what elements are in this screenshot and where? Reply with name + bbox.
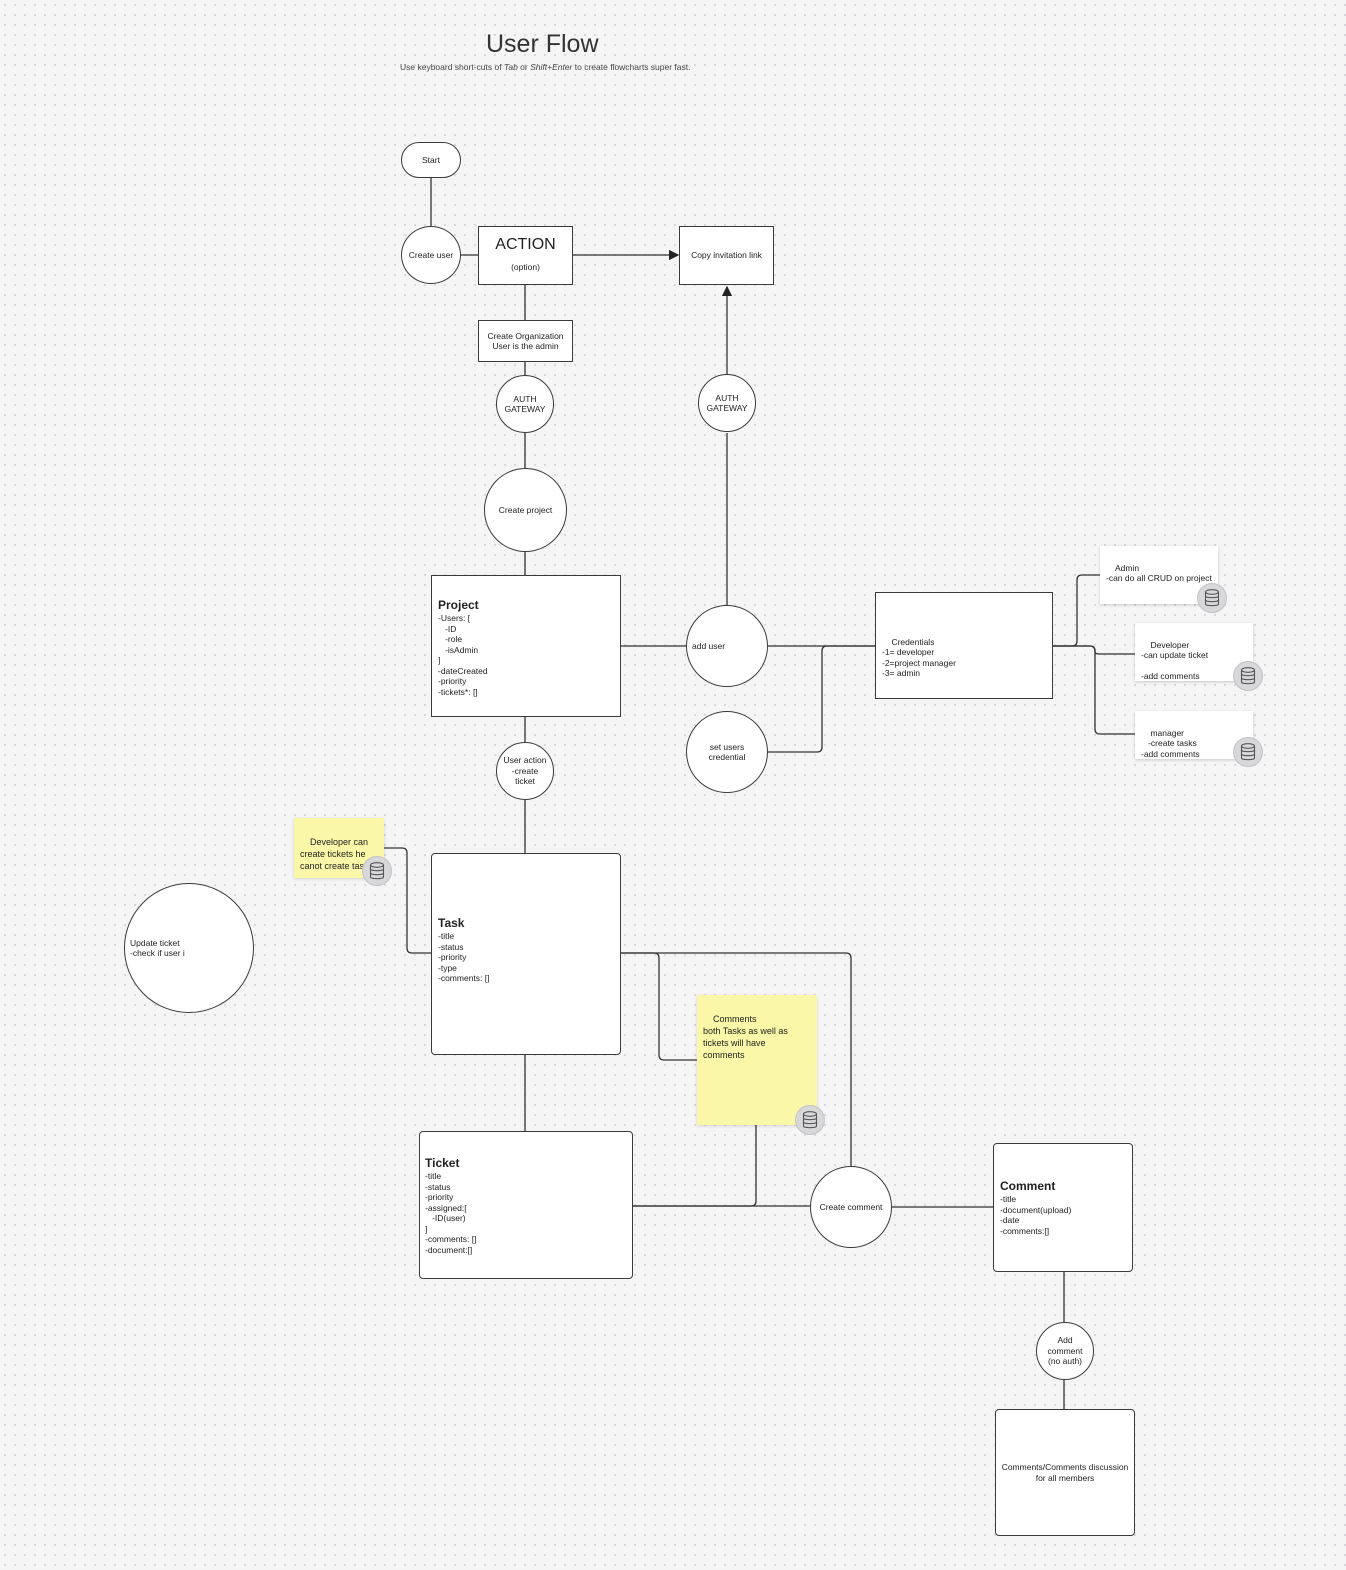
set-credential-label: set users credential: [708, 741, 746, 763]
credentials-label: Credentials -1= developer -2=project man…: [882, 636, 956, 679]
create-user-label: Create user: [408, 249, 454, 260]
start-label: Start: [422, 154, 440, 165]
comment-fields: -title -document(upload) -date -comments…: [1000, 1194, 1072, 1236]
manager-card-text: manager -create tasks -add comments: [1141, 727, 1200, 759]
subtitle-text: or: [517, 62, 531, 72]
start-node[interactable]: Start: [401, 142, 461, 178]
auth-gateway-label: AUTH GATEWAY: [504, 393, 546, 415]
project-entity[interactable]: Project -Users: [ -ID -role -isAdmin ] -…: [431, 575, 621, 717]
database-icon: [1233, 737, 1263, 767]
shortcut-tab: Tab: [503, 62, 518, 72]
subtitle-text: to create flowcharts super fast.: [572, 62, 691, 72]
connector: [621, 952, 852, 1166]
page-subtitle: Use keyboard short-cuts of Tab or Shift+…: [400, 62, 800, 72]
ticket-fields: -title -status -priority -assigned:[ -ID…: [425, 1171, 477, 1255]
connector: [768, 645, 875, 753]
comment-title: Comment: [1000, 1179, 1056, 1193]
create-project-node[interactable]: Create project: [484, 468, 567, 552]
task-fields: -title -status -priority -type -comments…: [438, 931, 490, 983]
copy-link-label: Copy invitation link: [691, 250, 762, 261]
discussion-label: Comments/Comments discussion for all mem…: [1001, 1462, 1129, 1483]
add-user-node[interactable]: add user: [686, 605, 768, 687]
comments-note-text: Comments both Tasks as well as tickets w…: [703, 1014, 788, 1060]
set-credential-node[interactable]: set users credential: [686, 711, 768, 793]
task-title: Task: [438, 916, 465, 930]
action-node[interactable]: ACTION (option): [478, 226, 573, 285]
credentials-node[interactable]: Credentials -1= developer -2=project man…: [875, 592, 1053, 699]
subtitle-text: Use keyboard short-cuts of: [400, 62, 504, 72]
auth-gateway-right-node[interactable]: AUTH GATEWAY: [698, 374, 756, 432]
ticket-title: Ticket: [425, 1156, 460, 1170]
database-icon: [1233, 661, 1263, 691]
database-icon: [795, 1105, 825, 1135]
create-org-label: Create Organization User is the admin: [487, 330, 564, 352]
action-title: ACTION: [495, 236, 556, 253]
add-user-label: add user: [692, 640, 726, 651]
project-fields: -Users: [ -ID -role -isAdmin ] -dateCrea…: [438, 613, 488, 697]
create-comment-node[interactable]: Create comment: [810, 1166, 892, 1248]
connector: [621, 952, 697, 1061]
connector: [1053, 574, 1100, 647]
create-organization-node[interactable]: Create Organization User is the admin: [478, 320, 573, 362]
page-title: User Flow: [486, 30, 686, 59]
admin-card-text: Admin -can do all CRUD on project: [1106, 562, 1212, 584]
title-text: User Flow: [486, 30, 599, 58]
create-comment-label: Create comment: [819, 1201, 883, 1212]
connector: [633, 1125, 757, 1207]
database-icon: [1197, 583, 1227, 613]
task-entity[interactable]: Task -title -status -priority -type -com…: [431, 853, 621, 1055]
developer-card-text: Developer -can update ticket -add commen…: [1141, 639, 1209, 682]
user-action-node[interactable]: User action -create ticket: [496, 742, 554, 800]
add-comment-label: Add comment (no auth): [1047, 1335, 1083, 1367]
update-ticket-node[interactable]: Update ticket -check if user i: [124, 883, 254, 1013]
create-user-node[interactable]: Create user: [401, 226, 461, 284]
user-action-label: User action -create ticket: [503, 755, 547, 787]
project-title: Project: [438, 598, 479, 612]
auth-gateway-left-node[interactable]: AUTH GATEWAY: [496, 375, 554, 433]
database-icon: [362, 856, 392, 886]
add-comment-node[interactable]: Add comment (no auth): [1036, 1322, 1094, 1380]
update-ticket-label: Update ticket -check if user i: [130, 937, 185, 959]
action-subtitle: (option): [511, 262, 540, 272]
comments-sticky-note[interactable]: Comments both Tasks as well as tickets w…: [697, 995, 817, 1125]
connector: [384, 847, 431, 954]
connector: [1053, 645, 1135, 735]
shortcut-shift-enter: Shift+Enter: [530, 62, 573, 72]
ticket-entity[interactable]: Ticket -title -status -priority -assigne…: [419, 1131, 633, 1279]
comment-entity[interactable]: Comment -title -document(upload) -date -…: [993, 1143, 1133, 1272]
auth-gateway-label: AUTH GATEWAY: [706, 392, 748, 414]
comments-discussion-node[interactable]: Comments/Comments discussion for all mem…: [995, 1409, 1135, 1536]
copy-invitation-link-node[interactable]: Copy invitation link: [679, 226, 774, 285]
create-project-label: Create project: [498, 504, 553, 515]
